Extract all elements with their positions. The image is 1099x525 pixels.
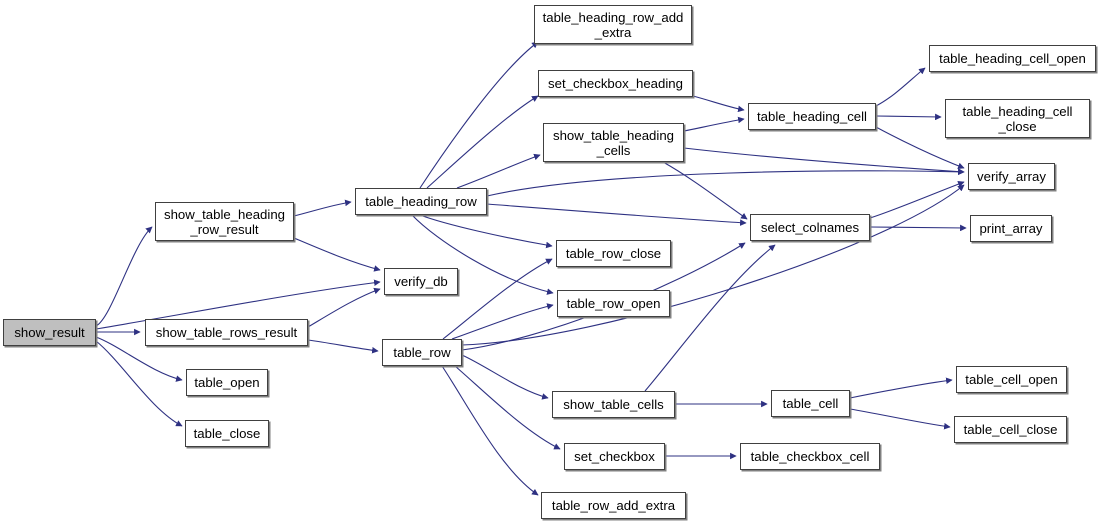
edge-table_heading_row-to-table_row_open bbox=[411, 214, 554, 295]
edge-table_row-to-verify_array bbox=[461, 184, 965, 346]
node-table_row_open[interactable]: table_row_open bbox=[557, 290, 670, 317]
edge-table_heading_row-to-table_row_close bbox=[419, 214, 553, 249]
edge-set_checkbox_heading-to-table_heading_cell bbox=[692, 95, 745, 113]
edge-show_table_heading_cells-to-verify_array bbox=[683, 147, 965, 175]
edge-table_heading_cell-to-verify_array bbox=[875, 126, 965, 169]
node-table_heading_row[interactable]: table_heading_row bbox=[355, 188, 487, 215]
edge-show_result-to-verify_db bbox=[95, 279, 381, 330]
edge-table_heading_cell-to-table_heading_cell_open bbox=[875, 67, 926, 107]
node-verify_db[interactable]: verify_db bbox=[384, 268, 458, 295]
node-select_colnames[interactable]: select_colnames bbox=[750, 214, 870, 241]
node-show_table_heading_cells[interactable]: show_table_heading _cells bbox=[543, 123, 684, 162]
node-table_cell_open[interactable]: table_cell_open bbox=[956, 366, 1067, 393]
node-table_heading_cell[interactable]: table_heading_cell bbox=[748, 103, 876, 130]
edge-show_table_rows_result-to-verify_db bbox=[307, 287, 381, 328]
edge-show_result-to-table_open bbox=[95, 336, 183, 382]
node-table_close[interactable]: table_close bbox=[185, 420, 269, 447]
edge-table_cell-to-table_cell_close bbox=[849, 408, 951, 430]
edge-show_table_heading_row_result-to-verify_db bbox=[293, 237, 381, 272]
edge-table_row-to-table_row_add_extra bbox=[441, 365, 539, 496]
edge-table_row-to-set_checkbox bbox=[454, 365, 561, 450]
node-print_array[interactable]: print_array bbox=[970, 215, 1052, 242]
edge-show_table_heading_cells-to-select_colnames bbox=[662, 161, 748, 220]
edge-table_heading_row-to-table_heading_row_add_extra bbox=[419, 41, 539, 189]
edge-select_colnames-to-print_array bbox=[869, 224, 967, 232]
edge-show_table_cells-to-select_colnames bbox=[644, 244, 776, 392]
edge-table_row-to-table_row_open bbox=[451, 303, 554, 340]
edge-show_table_rows_result-to-table_row bbox=[307, 339, 379, 354]
edge-table_heading_row-to-show_table_heading_cells bbox=[456, 153, 541, 189]
node-show_table_cells[interactable]: show_table_cells bbox=[552, 391, 675, 418]
node-table_row_close[interactable]: table_row_close bbox=[556, 240, 671, 267]
node-verify_array[interactable]: verify_array bbox=[968, 163, 1055, 190]
node-table_row_add_extra[interactable]: table_row_add_extra bbox=[541, 492, 686, 519]
node-table_heading_cell_open[interactable]: table_heading_cell_open bbox=[929, 45, 1096, 72]
node-table_heading_row_add_extra[interactable]: table_heading_row_add _extra bbox=[534, 5, 692, 44]
node-table_cell[interactable]: table_cell bbox=[771, 390, 850, 417]
node-show_table_rows_result[interactable]: show_table_rows_result bbox=[145, 319, 308, 346]
node-show_table_heading_row_result[interactable]: show_table_heading _row_result bbox=[155, 202, 294, 241]
edge-table_heading_row-to-set_checkbox_heading bbox=[426, 95, 539, 189]
edge-table_row-to-table_row_close bbox=[442, 258, 553, 340]
edge-table_row-to-show_table_cells bbox=[461, 354, 549, 400]
node-table_row[interactable]: table_row bbox=[382, 339, 462, 366]
edge-paths bbox=[95, 41, 967, 496]
edge-table_heading_row-to-select_colnames bbox=[486, 203, 747, 226]
node-set_checkbox[interactable]: set_checkbox bbox=[564, 443, 665, 470]
edge-table_heading_cell-to-table_heading_cell_close bbox=[875, 113, 942, 121]
edge-show_table_heading_row_result-to-table_heading_row bbox=[293, 199, 352, 217]
node-table_cell_close[interactable]: table_cell_close bbox=[954, 416, 1067, 443]
edge-show_result-to-table_close bbox=[95, 340, 183, 427]
node-show_result[interactable]: show_result bbox=[3, 319, 96, 346]
node-table_open[interactable]: table_open bbox=[186, 369, 268, 396]
edge-select_colnames-to-verify_array bbox=[869, 181, 965, 219]
edge-show_table_heading_cells-to-table_heading_cell bbox=[683, 116, 745, 132]
edge-show_result-to-show_table_heading_row_result bbox=[95, 226, 153, 327]
node-table_checkbox_cell[interactable]: table_checkbox_cell bbox=[740, 443, 880, 470]
edge-table_cell-to-table_cell_open bbox=[849, 377, 953, 399]
node-table_heading_cell_close[interactable]: table_heading_cell _close bbox=[945, 99, 1090, 138]
node-set_checkbox_heading[interactable]: set_checkbox_heading bbox=[538, 70, 693, 97]
edge-table_heading_row-to-verify_array bbox=[486, 168, 965, 197]
